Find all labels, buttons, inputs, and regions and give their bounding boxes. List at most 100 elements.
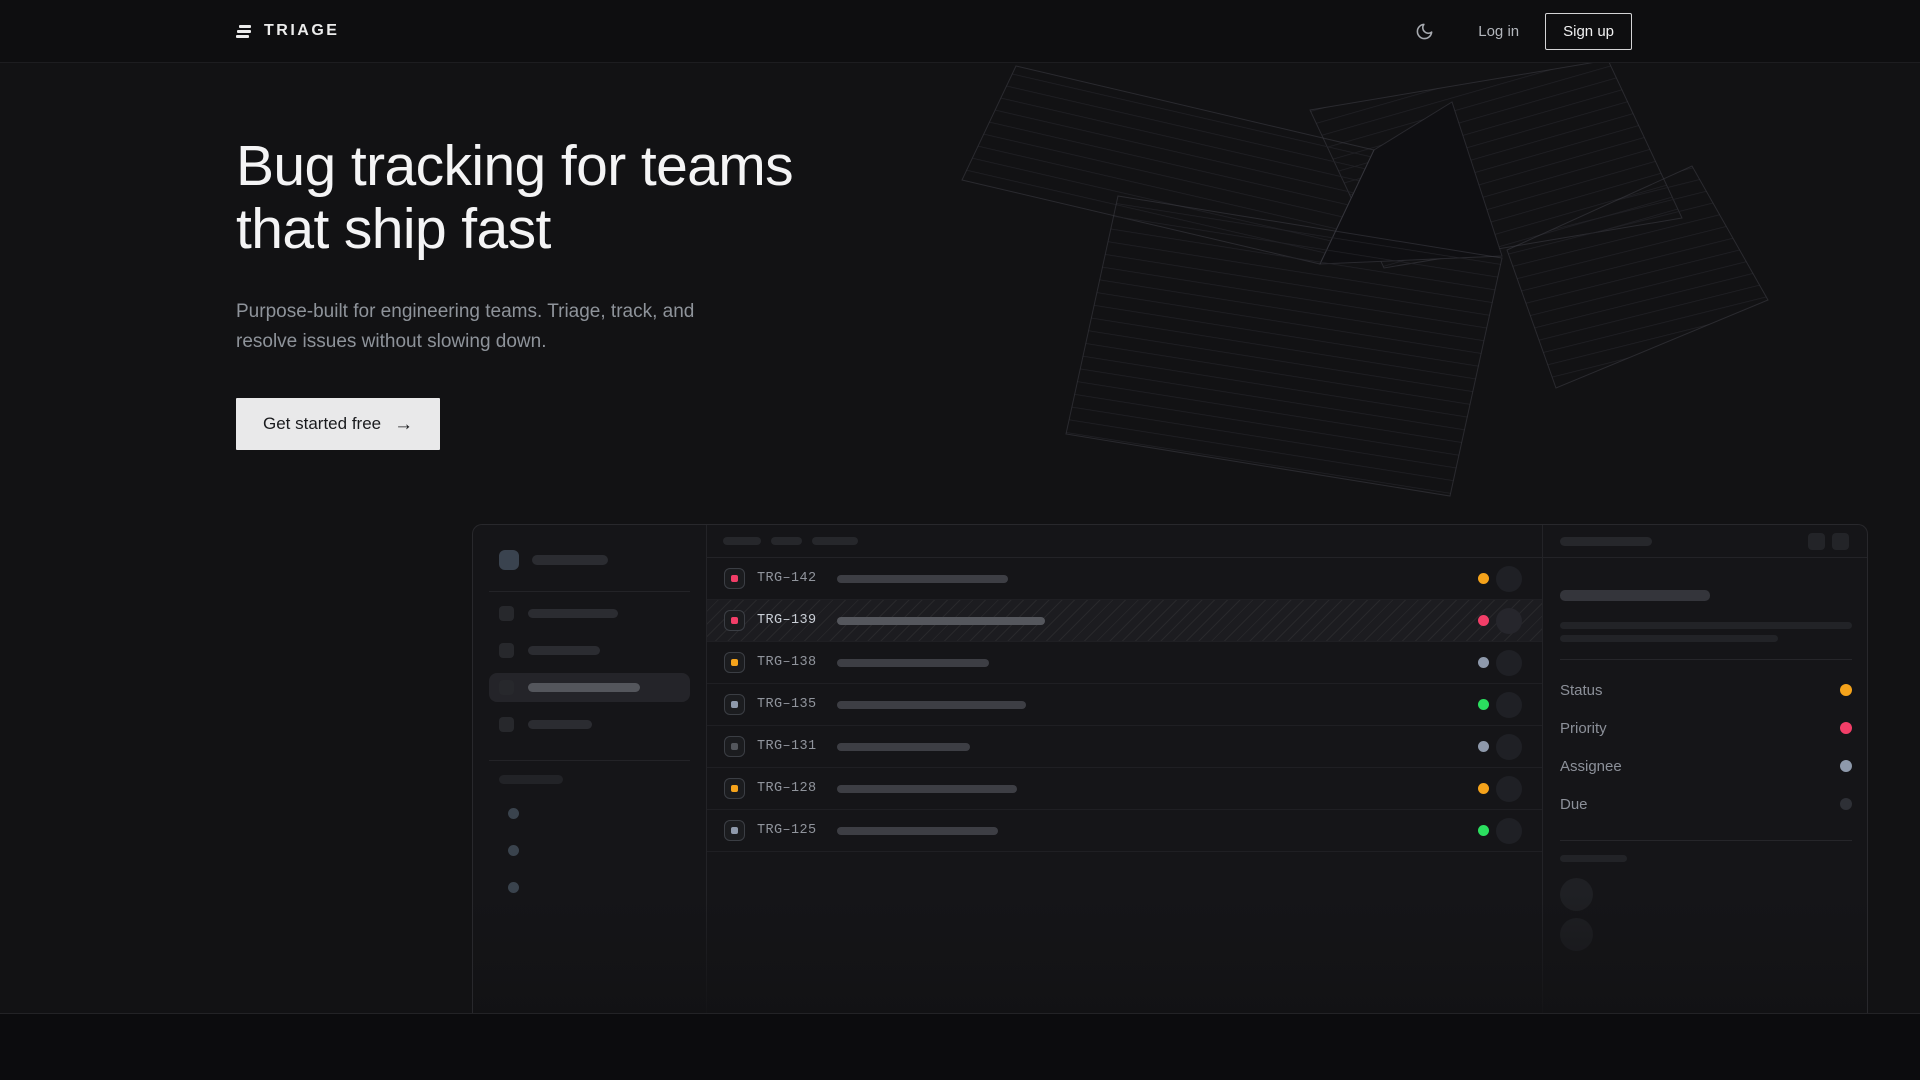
status-dot-icon [1478, 615, 1489, 626]
mockup-sidebar [473, 525, 707, 1013]
workspace-switcher[interactable] [499, 550, 690, 570]
assignee-avatar [1496, 565, 1522, 592]
get-started-button[interactable]: Get started free → [236, 398, 441, 450]
sidebar-nav-item[interactable] [489, 599, 690, 628]
issue-id: TRG–128 [757, 781, 817, 796]
detail-field-row[interactable]: Status [1560, 671, 1852, 709]
issue-title-skeleton [836, 742, 970, 751]
issue-title-skeleton [836, 658, 989, 667]
app-mockup: TRG–142 TRG–139 TRG–138 TRG–135 [472, 524, 1868, 1013]
issue-row[interactable]: TRG–135 [707, 684, 1542, 726]
issue-id: TRG–135 [757, 697, 817, 712]
nav-item-icon [499, 643, 514, 658]
issue-id: TRG–142 [757, 571, 817, 586]
detail-field-value-dot-icon [1840, 722, 1852, 734]
issue-row[interactable]: TRG–125 [707, 810, 1542, 852]
sidebar-nav-item[interactable] [489, 710, 690, 739]
issue-title-skeleton [836, 616, 1045, 625]
detail-field-label: Status [1560, 681, 1603, 699]
issue-row[interactable]: TRG–138 [707, 642, 1542, 684]
activity-avatar [1560, 878, 1593, 911]
status-dot-icon [1478, 825, 1489, 836]
issue-id: TRG–138 [757, 655, 817, 670]
detail-action-icon[interactable] [1808, 532, 1825, 550]
nav-item-icon [499, 606, 514, 621]
detail-body: Status Priority Assignee Due [1543, 590, 1867, 951]
issue-title-skeleton [836, 700, 1026, 709]
status-dot-icon [1478, 573, 1489, 584]
detail-fields: Status Priority Assignee Due [1560, 671, 1852, 823]
sidebar-nav-item-active[interactable] [489, 673, 690, 702]
nav-item-icon [499, 680, 514, 695]
detail-field-row[interactable]: Assignee [1560, 747, 1852, 785]
sidebar-divider [489, 591, 690, 592]
hero-title-line2: that ship fast [236, 197, 551, 261]
detail-field-label: Priority [1560, 719, 1607, 737]
triage-logo-icon [236, 24, 252, 38]
sidebar-section-label-skeleton [499, 775, 563, 784]
issue-row[interactable]: TRG–131 [707, 726, 1542, 768]
list-tab-skeleton[interactable] [771, 537, 802, 545]
detail-text-skeleton [1560, 635, 1778, 642]
priority-badge-icon [724, 778, 745, 799]
detail-field-label: Assignee [1560, 757, 1622, 775]
nav-item-icon [499, 717, 514, 732]
issue-detail-panel: Status Priority Assignee Due [1543, 525, 1867, 1013]
issue-row[interactable]: TRG–139 [707, 600, 1542, 642]
nav-item-label-skeleton [528, 646, 600, 655]
issue-row[interactable]: TRG–142 [707, 558, 1542, 600]
detail-field-row[interactable]: Priority [1560, 709, 1852, 747]
sidebar-nav [489, 599, 690, 739]
issue-id: TRG–131 [757, 739, 817, 754]
priority-badge-icon [724, 610, 745, 631]
priority-badge-icon [724, 694, 745, 715]
issue-list: TRG–142 TRG–139 TRG–138 TRG–135 [707, 525, 1543, 1013]
hero-title: Bug tracking for teams that ship fast [236, 135, 1920, 261]
brand-name: TRIAGE [264, 22, 340, 39]
assignee-avatar [1496, 691, 1522, 718]
detail-divider [1560, 659, 1852, 660]
brand-logo[interactable]: TRIAGE [236, 22, 339, 40]
issue-row[interactable]: TRG–128 [707, 768, 1542, 810]
hero-section: Bug tracking for teams that ship fast Pu… [0, 63, 1920, 1013]
detail-action-icon[interactable] [1832, 532, 1849, 550]
detail-field-value-dot-icon [1840, 684, 1852, 696]
nav-actions: Log in Sign up [1415, 12, 1632, 50]
assignee-avatar [1496, 817, 1522, 844]
list-tab-skeleton[interactable] [812, 537, 858, 545]
detail-header [1543, 525, 1867, 558]
hero-title-line1: Bug tracking for teams [236, 134, 794, 198]
sidebar-nav-item[interactable] [489, 636, 690, 665]
login-link[interactable]: Log in [1478, 22, 1520, 40]
activity-label-skeleton [1560, 855, 1627, 862]
get-started-label: Get started free [263, 414, 382, 433]
detail-field-label: Due [1560, 795, 1588, 813]
priority-badge-icon [724, 820, 745, 841]
detail-field-row[interactable]: Due [1560, 785, 1852, 823]
nav-item-label-skeleton [528, 720, 592, 729]
assignee-avatar [1496, 649, 1522, 676]
hero-subtitle-line1: Purpose-built for engineering teams. Tri… [236, 301, 695, 322]
status-dot-icon [1478, 657, 1489, 668]
page-footer [0, 1013, 1920, 1080]
priority-badge-icon [724, 736, 745, 757]
issue-id: TRG–139 [757, 613, 817, 628]
assignee-avatar [1496, 775, 1522, 802]
hero-subtitle-line2: resolve issues without slowing down. [236, 331, 547, 352]
issue-title-skeleton [836, 574, 1008, 583]
assignee-avatar [1496, 733, 1522, 760]
status-dot-icon [1478, 699, 1489, 710]
list-tab-skeleton[interactable] [723, 537, 761, 545]
issue-id: TRG–125 [757, 823, 817, 838]
detail-divider [1560, 840, 1852, 841]
issue-list-header [707, 525, 1542, 558]
top-nav: TRIAGE Log in Sign up [0, 0, 1920, 63]
theme-toggle-moon-icon[interactable] [1415, 22, 1434, 41]
priority-badge-icon [724, 568, 745, 589]
workspace-avatar [499, 550, 519, 570]
issue-title-skeleton [836, 826, 998, 835]
activity-avatar [1560, 918, 1593, 951]
hero-subtitle: Purpose-built for engineering teams. Tri… [236, 297, 1920, 357]
nav-item-label-skeleton [528, 609, 618, 618]
signup-button[interactable]: Sign up [1545, 12, 1632, 50]
